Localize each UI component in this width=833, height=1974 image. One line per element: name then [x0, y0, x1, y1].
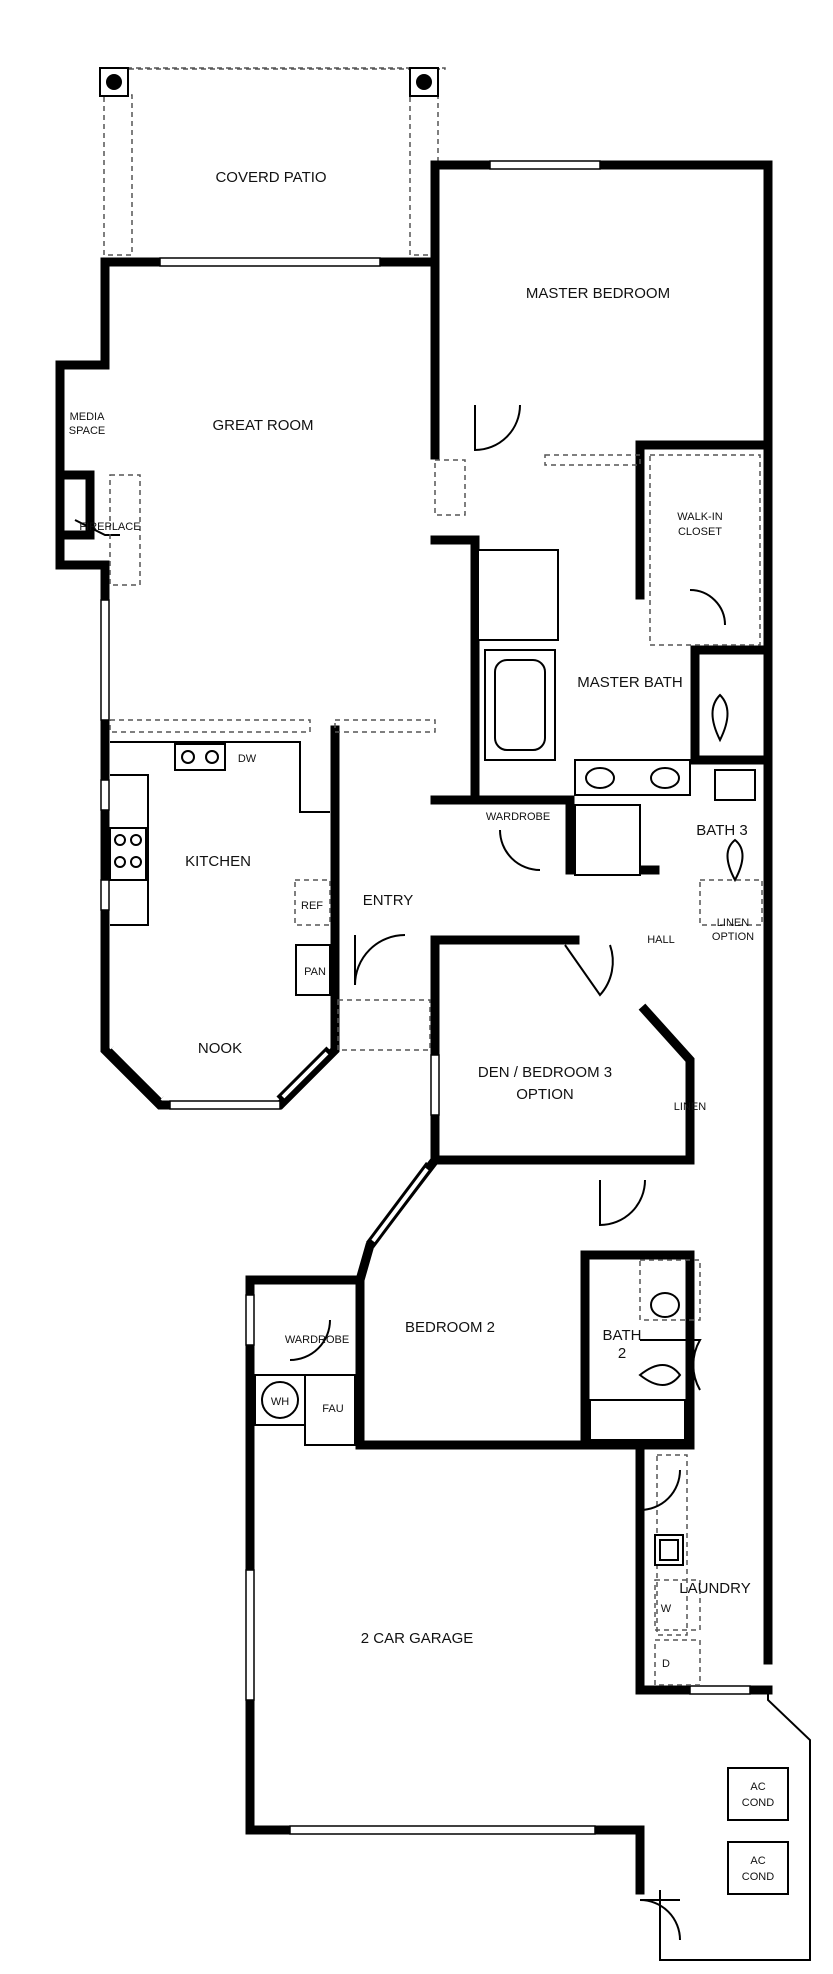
- fireplace: [55, 470, 141, 586]
- master-bedroom-label: MASTER BEDROOM: [526, 285, 670, 302]
- hall-label: HALL: [647, 934, 675, 946]
- kitchen-fixtures: [109, 741, 331, 996]
- fau-label: FAU: [322, 1403, 343, 1415]
- walk-in-closet-label-1: WALK-IN: [677, 511, 722, 523]
- room-labels: COVERD PATIO MASTER BEDROOM MEDIA SPACE …: [69, 169, 774, 1883]
- washer-label: W: [661, 1603, 672, 1615]
- ac-pads: [659, 1690, 811, 1961]
- ac-cond-1-label-1: AC: [750, 1781, 765, 1793]
- patio-post-right: [416, 74, 432, 90]
- nook-label: NOOK: [198, 1040, 242, 1057]
- windows: [100, 160, 751, 1835]
- linen-option-label-1: LINEN: [717, 917, 749, 929]
- fireplace-label: FIREPLACE: [79, 521, 140, 533]
- master-bath-label: MASTER BATH: [577, 674, 683, 691]
- patio-post-left: [106, 74, 122, 90]
- linen-option-label-2: OPTION: [712, 931, 754, 943]
- linen-label: LINEN: [674, 1101, 706, 1113]
- bath-2-label-1: BATH: [603, 1327, 642, 1344]
- bath-3-label: BATH 3: [696, 822, 747, 839]
- ref-label: REF: [301, 900, 323, 912]
- media-space-label-2: SPACE: [69, 425, 105, 437]
- wardrobe-master-label: WARDROBE: [486, 811, 550, 823]
- bath-2-label-2: 2: [618, 1345, 626, 1362]
- walk-in-closet-label-2: CLOSET: [678, 526, 722, 538]
- dryer-label: D: [662, 1658, 670, 1670]
- pan-label: PAN: [304, 966, 326, 978]
- kitchen-label: KITCHEN: [185, 853, 251, 870]
- entry-label: ENTRY: [363, 892, 414, 909]
- bath2-laundry-fixtures: [254, 1292, 701, 1686]
- master-bath-fixtures: [477, 454, 761, 883]
- ac-cond-1-label-2: COND: [742, 1797, 774, 1809]
- covered-patio: [99, 67, 446, 256]
- covered-patio-label: COVERD PATIO: [215, 169, 326, 186]
- openings: [109, 454, 763, 1636]
- ac-cond-2-label-1: AC: [750, 1855, 765, 1867]
- media-space-label-1: MEDIA: [70, 411, 106, 423]
- den-label-1: DEN / BEDROOM 3: [478, 1064, 612, 1081]
- dw-label: DW: [238, 753, 257, 765]
- wh-label: WH: [271, 1396, 289, 1408]
- garage-label: 2 CAR GARAGE: [361, 1630, 474, 1647]
- great-room-label: GREAT ROOM: [212, 417, 313, 434]
- laundry-label: LAUNDRY: [679, 1580, 750, 1597]
- doors: [289, 404, 726, 1941]
- den-label-2: OPTION: [516, 1086, 574, 1103]
- bedroom-2-label: BEDROOM 2: [405, 1319, 495, 1336]
- ac-cond-2-label-2: COND: [742, 1871, 774, 1883]
- wardrobe-bed2-label: WARDROBE: [285, 1334, 349, 1346]
